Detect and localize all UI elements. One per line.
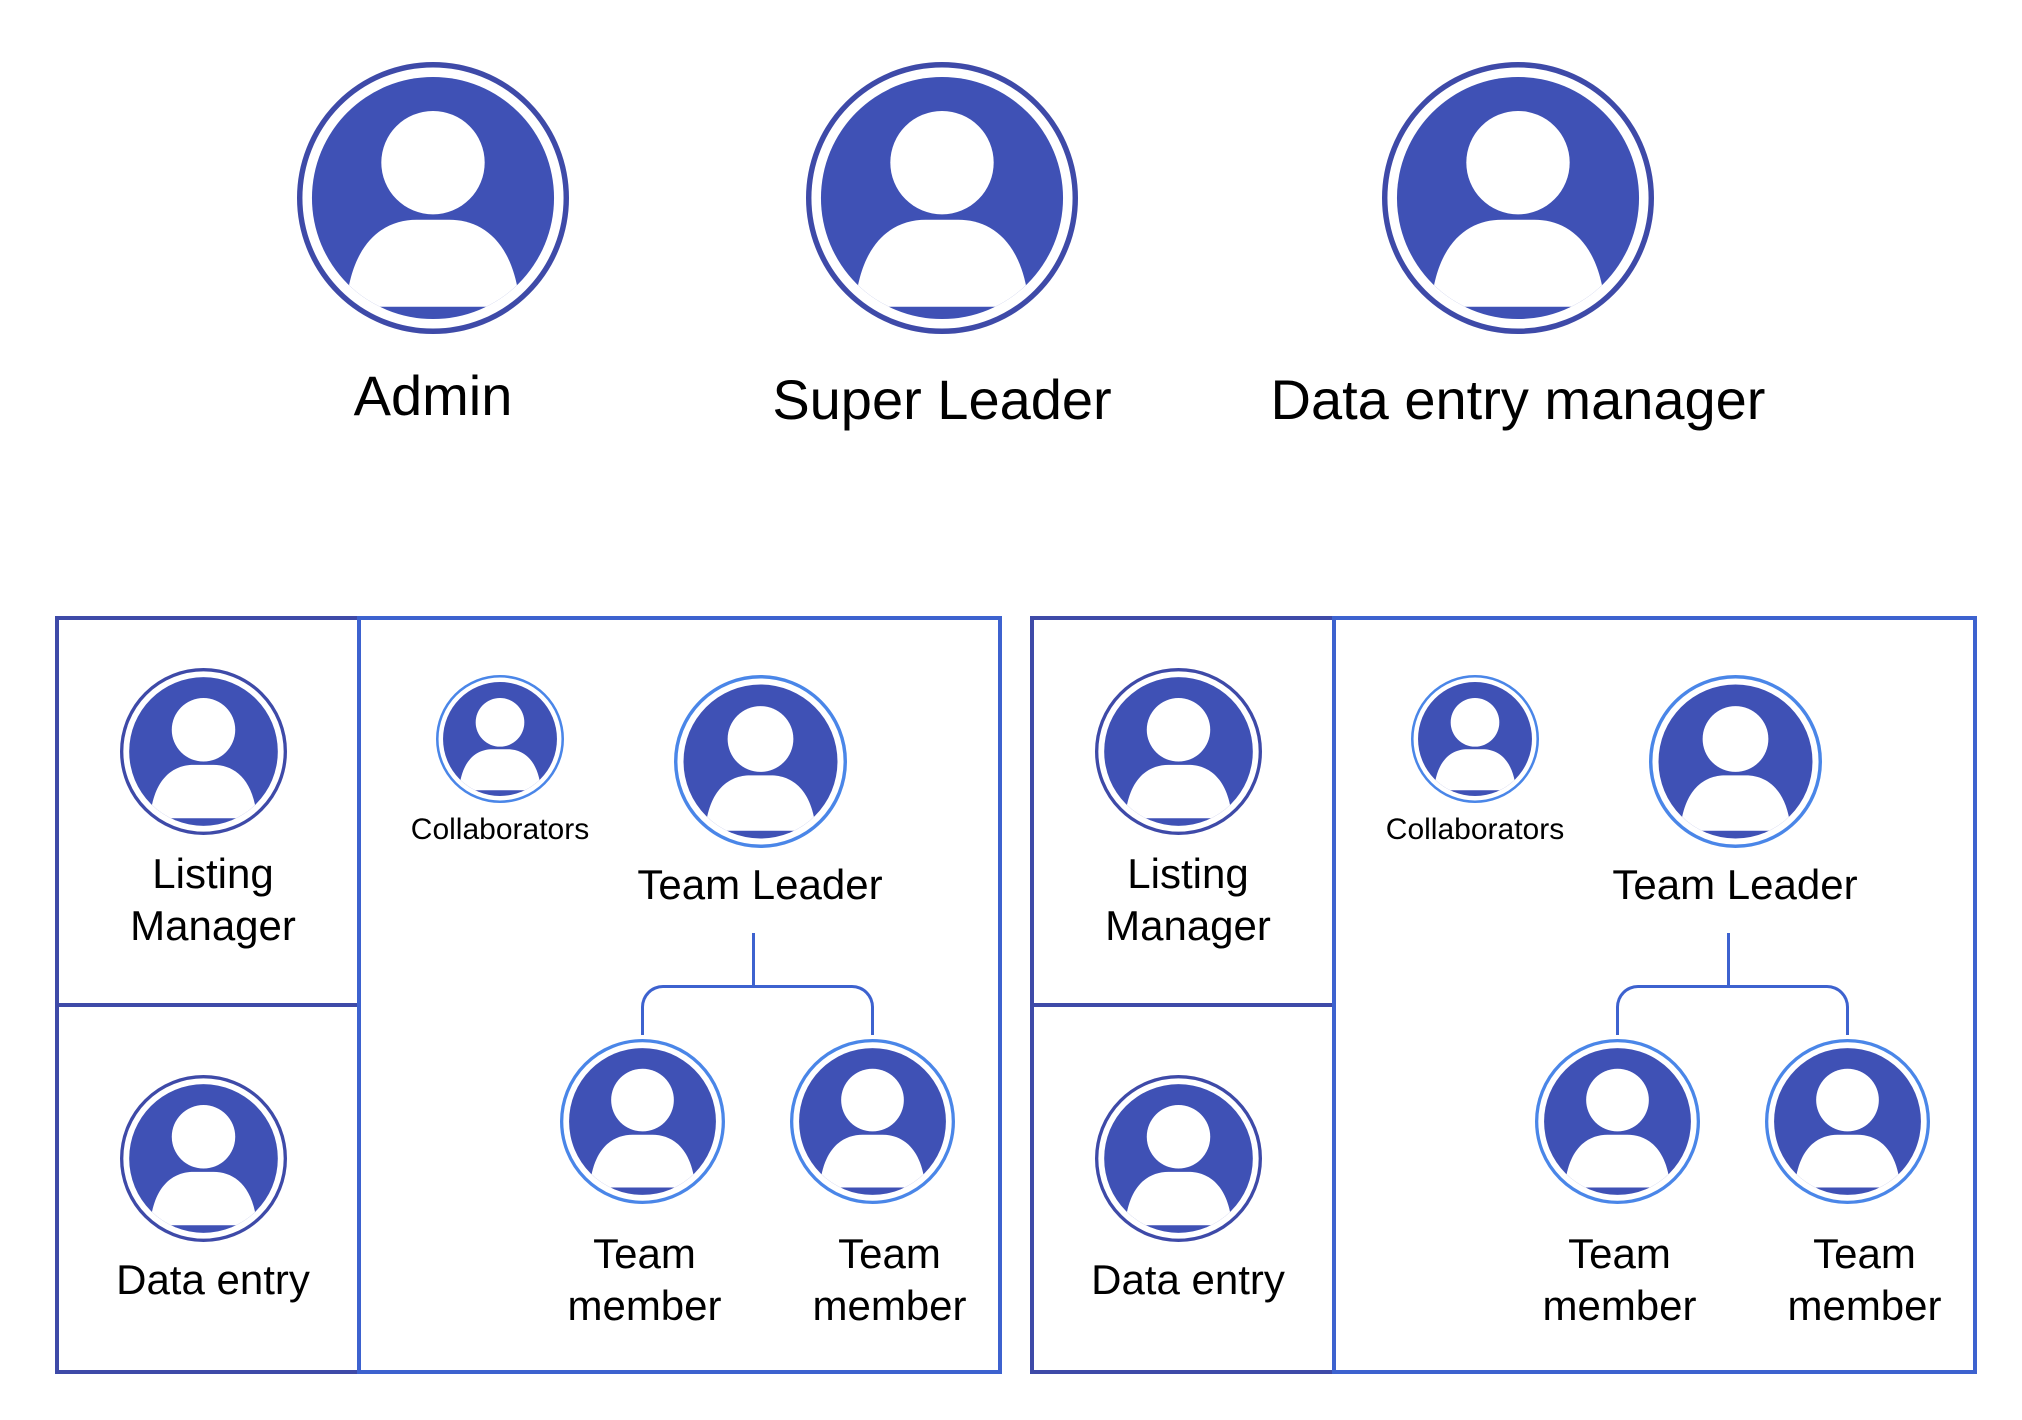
group-1-listing-manager-avatar-icon <box>120 668 287 835</box>
group-1-side-divider <box>55 1003 361 1007</box>
group-2-team-member-1-label: Team member <box>1542 1230 1697 1329</box>
group-1-branch-connector <box>641 985 874 1035</box>
group-1-team-member-2-avatar-icon <box>790 1039 955 1204</box>
group-2-collaborators-avatar-icon <box>1411 675 1539 803</box>
group-1-team-leader-label: Team Leader <box>637 861 883 908</box>
group-1-team-panel <box>357 616 1002 1374</box>
data-entry-manager-avatar-icon <box>1382 62 1654 334</box>
group-1-team-member-2-label: Team member <box>812 1230 967 1329</box>
group-1-team-leader-avatar-icon <box>674 675 847 848</box>
group-2-team-panel <box>1332 616 1977 1374</box>
group-2-side-divider <box>1030 1003 1336 1007</box>
group-1-data-entry-label: Data entry <box>116 1256 310 1303</box>
group-2-team-leader-label: Team Leader <box>1612 861 1858 908</box>
group-1-team-member-1-label: Team member <box>567 1230 722 1329</box>
group-2-listing-manager-avatar-icon <box>1095 668 1262 835</box>
group-2-collaborators-label: Collaborators <box>1385 813 1565 846</box>
group-2-team-member-1-avatar-icon <box>1535 1039 1700 1204</box>
group-1-collaborators-avatar-icon <box>436 675 564 803</box>
group-1-data-entry-avatar-icon <box>120 1075 287 1242</box>
super-leader-avatar-icon <box>806 62 1078 334</box>
group-2-branch-connector <box>1616 985 1849 1035</box>
group-2-team-leader-avatar-icon <box>1649 675 1822 848</box>
group-2-team-member-2-label: Team member <box>1787 1230 1942 1329</box>
group-1-leader-stem <box>752 933 755 987</box>
group-2-data-entry-label: Data entry <box>1091 1256 1285 1303</box>
group-2-listing-manager-label: Listing Manager <box>1105 850 1271 949</box>
group-1-listing-manager-label: Listing Manager <box>130 850 296 949</box>
super-leader-label: Super Leader <box>772 368 1112 431</box>
admin-label: Admin <box>353 364 513 427</box>
group-1-collaborators-label: Collaborators <box>410 813 590 846</box>
admin-avatar-icon <box>297 62 569 334</box>
group-2-data-entry-avatar-icon <box>1095 1075 1262 1242</box>
group-2-team-member-2-avatar-icon <box>1765 1039 1930 1204</box>
data-entry-manager-label: Data entry manager <box>1270 368 1766 431</box>
group-1-team-member-1-avatar-icon <box>560 1039 725 1204</box>
group-2-leader-stem <box>1727 933 1730 987</box>
